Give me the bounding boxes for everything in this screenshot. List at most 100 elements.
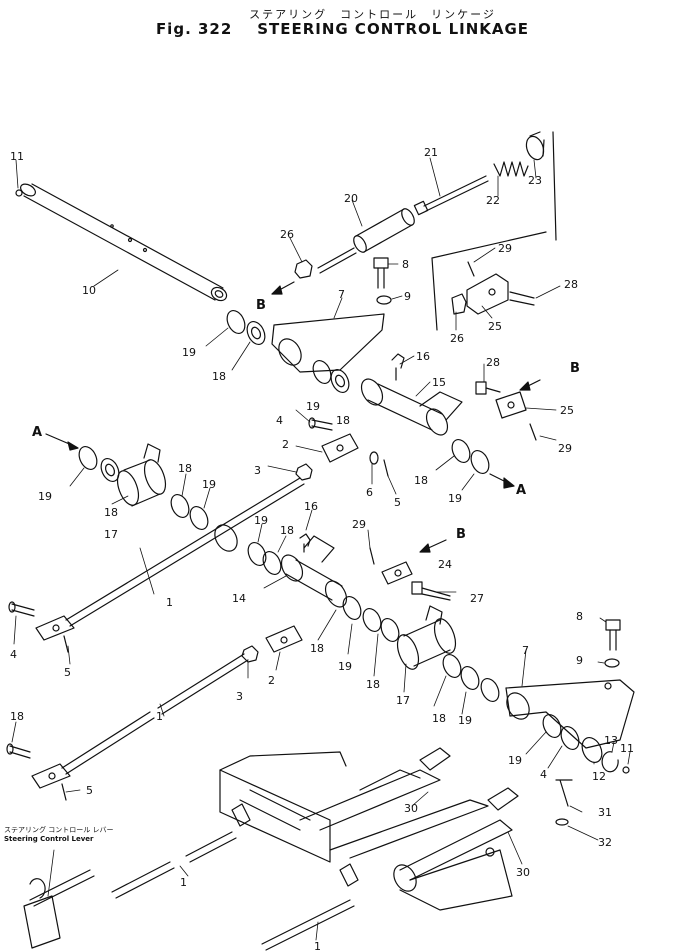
callout-32: 32 [598, 836, 612, 849]
callout-29: 29 [558, 442, 572, 455]
part-18-bearing-upper-b [330, 369, 350, 393]
part-19-seal-left [78, 446, 98, 470]
callout-20: 20 [344, 192, 358, 205]
callout-1: 1 [314, 940, 321, 951]
callout-25: 25 [560, 404, 574, 417]
callout-29: 29 [352, 518, 366, 531]
callout-19: 19 [182, 346, 196, 359]
part-19-seal-lower-c [460, 666, 480, 690]
arrow-a-right [489, 473, 515, 489]
callout-12: 12 [592, 770, 606, 783]
callout-30: 30 [516, 866, 530, 879]
callout-5: 5 [64, 666, 71, 679]
arrow-b-upper [271, 281, 295, 295]
steering-control-lever [23, 869, 95, 949]
callout-19: 19 [38, 490, 52, 503]
part-19-seal-mid [247, 542, 267, 566]
callout-3: 3 [254, 464, 261, 477]
callout-25: 25 [488, 320, 502, 333]
callout-29: 29 [498, 242, 512, 255]
callout-18: 18 [432, 712, 446, 725]
callout-2: 2 [268, 674, 275, 687]
callout-19: 19 [306, 400, 320, 413]
callout-27: 27 [470, 592, 484, 605]
callout-18: 18 [336, 414, 350, 427]
part-22-spring [493, 161, 529, 177]
part-1-rod-lower-b [261, 899, 355, 951]
part-18-bearing-upper-a [246, 321, 266, 345]
part-25-clevis-right [495, 391, 527, 419]
part-29-cotter-pin [467, 261, 475, 277]
part-29-cotter-mid [369, 547, 375, 565]
part-2-clevis-mid [321, 433, 359, 463]
part-11-grease-fitting [15, 189, 23, 197]
callout-7: 7 [522, 644, 529, 657]
callout-A: A [516, 483, 526, 498]
callout-23: 23 [528, 174, 542, 187]
callout-4: 4 [540, 768, 547, 781]
callout-9: 9 [404, 290, 411, 303]
callout-B: B [456, 527, 466, 542]
part-16-grease-fitting-mid [299, 533, 311, 553]
callout-19: 19 [448, 492, 462, 505]
part-2-clevis-lower [265, 625, 303, 653]
callout-26: 26 [280, 228, 294, 241]
leader-lines [11, 157, 631, 941]
callout-30: 30 [404, 802, 418, 815]
arrow-a-left [45, 433, 79, 451]
part-17-housing-left [116, 443, 167, 507]
part-18-bearing-lower-b [380, 618, 400, 642]
part-19-seal-lower-e [560, 726, 580, 750]
part-13-snap-ring [601, 751, 619, 773]
callout-15: 15 [432, 376, 446, 389]
part-10-cross-tube [20, 183, 228, 302]
part-8-bolt [373, 257, 389, 289]
arrow-b-right [519, 379, 541, 391]
callout-A: A [32, 425, 42, 440]
part-27-pin [411, 581, 451, 601]
part-23-cap-nut [525, 131, 545, 161]
callout-28: 28 [486, 356, 500, 369]
assembled-linkage-view [219, 747, 573, 911]
part-18-bearing-lower-d [542, 714, 562, 738]
part-4-pin-left-lower [6, 743, 31, 759]
callout-B: B [256, 298, 266, 313]
part-1-rod-upper [35, 477, 305, 641]
callout-8: 8 [576, 610, 583, 623]
part-24-clevis [381, 561, 413, 585]
callout-1: 1 [166, 596, 173, 609]
steering-lever-caption-en: Steering Control Lever [4, 835, 94, 843]
part-8-bolt-lower [605, 619, 621, 651]
part-18-bearing-lower-a [342, 596, 362, 620]
callout-5: 5 [86, 784, 93, 797]
part-7-arm-lower [505, 679, 635, 749]
part-9-washer-lower [604, 658, 620, 668]
callout-7: 7 [338, 288, 345, 301]
part-5-cotter-left-upper [63, 635, 69, 653]
figure-number: Fig. 322 [155, 20, 233, 38]
part-9-washer [376, 295, 392, 305]
callout-26: 26 [450, 332, 464, 345]
callout-18: 18 [280, 524, 294, 537]
callout-4: 4 [10, 648, 17, 661]
part-26-nut [294, 259, 313, 279]
part-18-bearing-left [100, 458, 120, 482]
callout-19: 19 [254, 514, 268, 527]
part-3-nut-mid [295, 463, 313, 481]
figure-title: STEERING CONTROL LINKAGE [257, 20, 530, 38]
callout-14: 14 [232, 592, 246, 605]
callout-31: 31 [598, 806, 612, 819]
leader-bracket-box [431, 131, 557, 331]
callout-18: 18 [414, 474, 428, 487]
part-29-cotter-right [529, 423, 537, 441]
part-6-washer [369, 451, 379, 465]
callout-11: 11 [620, 742, 634, 755]
callout-11: 11 [10, 150, 24, 163]
part-12-washer [581, 737, 603, 763]
callout-16: 16 [304, 500, 318, 513]
part-1-rod-lower-a [111, 831, 237, 899]
callout-19: 19 [508, 754, 522, 767]
arrow-b-mid [419, 539, 447, 553]
